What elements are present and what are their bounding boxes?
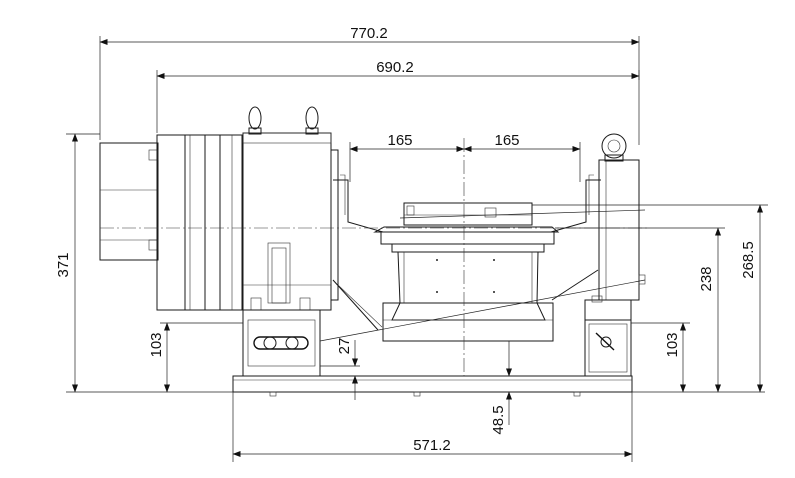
right-support <box>584 133 646 377</box>
dim-table-halves <box>349 142 581 182</box>
dim-right-base-height <box>631 322 765 393</box>
dim-base-length <box>232 392 633 462</box>
dim-top-height <box>532 204 768 393</box>
left-pedestal <box>242 309 321 377</box>
label-axis-height: 238 <box>698 266 715 291</box>
label-overall-width: 770.2 <box>350 25 388 42</box>
machine-outline <box>99 106 650 397</box>
label-top-height: 268.5 <box>740 241 757 279</box>
label-body-width: 690.2 <box>376 59 414 76</box>
dimensions: 770.2 690.2 165 165 371 103 <box>55 25 768 462</box>
label-left-base-height: 103 <box>148 332 165 357</box>
label-right-base-height: 103 <box>664 332 681 357</box>
label-center-to-base: 48.5 <box>490 405 507 434</box>
label-table-left: 165 <box>387 132 412 149</box>
label-table-right: 165 <box>494 132 519 149</box>
tilt-arms <box>332 174 601 331</box>
motor-block <box>99 134 243 311</box>
lifting-eye-left <box>248 106 262 135</box>
rotary-table <box>373 202 560 342</box>
dim-body-width <box>156 70 640 133</box>
centerlines <box>100 138 650 376</box>
label-base-length: 571.2 <box>413 437 451 454</box>
leader-lines <box>319 209 646 342</box>
base-plate <box>232 375 633 397</box>
dim-overall-height <box>66 133 233 393</box>
dim-axis-height <box>555 227 725 393</box>
lifting-eye-right <box>305 106 319 135</box>
dim-base-gap <box>320 340 360 400</box>
gearbox-housing <box>242 106 339 311</box>
label-base-gap: 27 <box>336 338 353 355</box>
label-overall-height: 371 <box>55 252 72 277</box>
dim-overall-width <box>99 36 640 145</box>
dim-left-base-height <box>160 322 243 393</box>
